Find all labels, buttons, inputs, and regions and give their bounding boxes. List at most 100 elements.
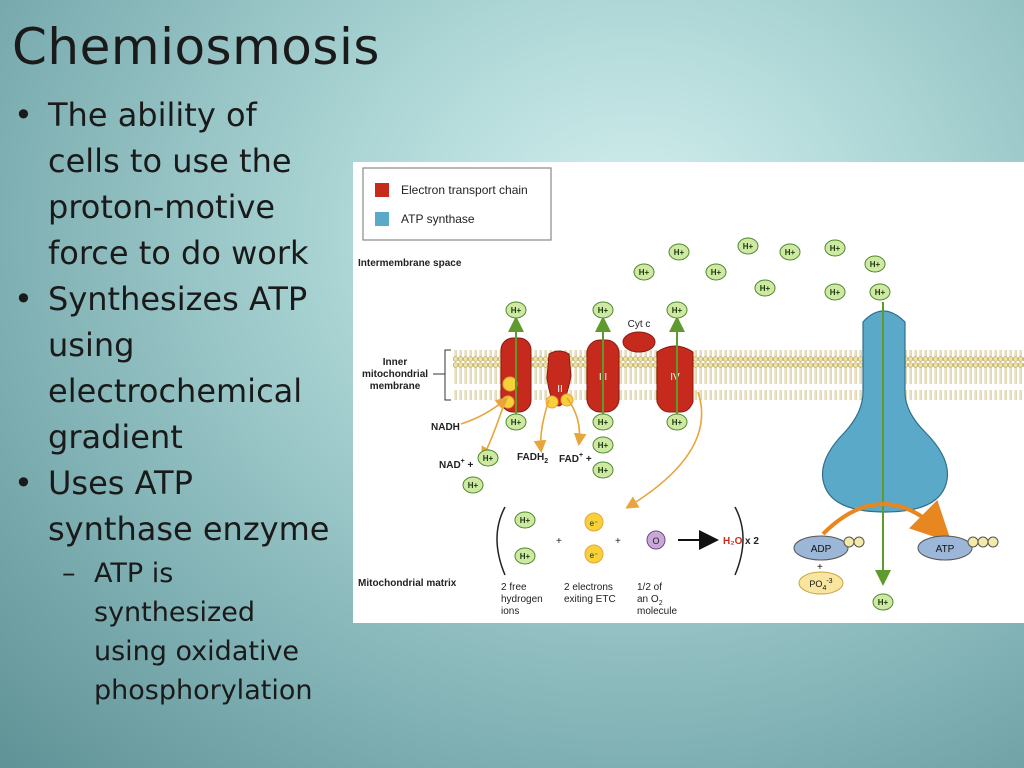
fad-label: FAD+ + bbox=[559, 452, 592, 465]
svg-text:1/2 of: 1/2 of bbox=[637, 582, 662, 593]
svg-text:H+: H+ bbox=[672, 306, 683, 315]
proton-group: H+ H+ H+ H+ H+ H+ H+ H+ H+ H+ H+ H+ H+ H+ H+ H+ H+ H+ H+ H+… bbox=[462, 237, 894, 611]
lipid-bilayer bbox=[453, 350, 1024, 400]
matrix-label: Mitochondrial matrix bbox=[358, 578, 457, 589]
svg-text:membrane: membrane bbox=[370, 381, 421, 392]
proton-icon: H+ bbox=[505, 301, 527, 319]
water-formation-equation: + + e⁻ e⁻ O H₂O x 2 2 free hydrogen ions… bbox=[496, 506, 759, 617]
sub-bullet-item: – ATP is synthesized using oxidative pho… bbox=[12, 554, 352, 710]
cytochrome-c: Cyt c bbox=[622, 319, 656, 353]
bullet-list: • The ability of cells to use the proton… bbox=[12, 92, 352, 710]
proton-icon: H+ bbox=[592, 413, 614, 431]
complex-iv: IV bbox=[656, 345, 694, 413]
proton-icon: H+ bbox=[505, 413, 527, 431]
legend-etc-swatch bbox=[375, 183, 389, 197]
svg-text:H+: H+ bbox=[598, 418, 609, 427]
chemiosmosis-diagram: Electron transport chain ATP synthase In… bbox=[353, 162, 1024, 623]
legend-etc-label: Electron transport chain bbox=[401, 183, 528, 197]
nadh-label: NADH bbox=[431, 422, 460, 433]
proton-icon: H+ bbox=[477, 449, 499, 467]
svg-text:H+: H+ bbox=[830, 244, 841, 253]
proton-icon: H+ bbox=[666, 413, 688, 431]
proton-icon: H+ bbox=[592, 461, 614, 479]
bullet-dot-icon: • bbox=[14, 96, 33, 134]
svg-text:molecule: molecule bbox=[637, 606, 677, 617]
bullet-line: Uses ATP bbox=[48, 464, 193, 502]
svg-text:O: O bbox=[652, 536, 659, 546]
svg-text:+: + bbox=[817, 562, 823, 573]
adp-to-atp: ADP + PO4-3 ATP bbox=[793, 500, 999, 595]
svg-text:H+: H+ bbox=[830, 288, 841, 297]
svg-text:ions: ions bbox=[501, 606, 519, 617]
proton-icon: H+ bbox=[462, 476, 484, 494]
svg-text:H₂O: H₂O bbox=[723, 536, 743, 547]
bullet-dot-icon: • bbox=[14, 464, 33, 502]
bullet-line: proton-motive bbox=[48, 188, 276, 226]
svg-text:an O2: an O2 bbox=[637, 594, 663, 607]
bullet-item: • Synthesizes ATP using electrochemical … bbox=[12, 276, 352, 460]
svg-text:2 electrons: 2 electrons bbox=[564, 582, 613, 593]
svg-text:ADP: ADP bbox=[811, 544, 832, 555]
dash-icon: – bbox=[62, 558, 76, 589]
svg-text:H+: H+ bbox=[674, 248, 685, 257]
svg-text:exiting ETC: exiting ETC bbox=[564, 594, 616, 605]
bullet-line: electrochemical bbox=[48, 372, 303, 410]
bullet-line: The ability of bbox=[48, 96, 257, 134]
proton-icon: H+ bbox=[779, 243, 801, 261]
fadh2-label: FADH2 bbox=[517, 452, 548, 465]
svg-text:+: + bbox=[556, 536, 562, 547]
bullet-dot-icon: • bbox=[14, 280, 33, 318]
svg-text:PO4-3: PO4-3 bbox=[809, 578, 832, 592]
proton-icon: H+ bbox=[666, 301, 688, 319]
bullet-line: Synthesizes ATP bbox=[48, 280, 308, 318]
proton-icon: H+ bbox=[824, 239, 846, 257]
proton-icon: H+ bbox=[668, 243, 690, 261]
proton-icon: H+ bbox=[592, 301, 614, 319]
svg-text:H+: H+ bbox=[760, 284, 771, 293]
proton-pump-arrows bbox=[508, 316, 685, 417]
svg-text:H+: H+ bbox=[468, 481, 479, 490]
svg-text:H+: H+ bbox=[511, 306, 522, 315]
svg-text:H+: H+ bbox=[870, 260, 881, 269]
proton-icon: H+ bbox=[824, 283, 846, 301]
svg-text:mitochondrial: mitochondrial bbox=[362, 369, 428, 380]
svg-text:II: II bbox=[557, 384, 563, 395]
svg-text:H+: H+ bbox=[598, 306, 609, 315]
bullet-line: cells to use the bbox=[48, 142, 292, 180]
legend: Electron transport chain ATP synthase bbox=[362, 167, 552, 241]
svg-text:Inner: Inner bbox=[383, 357, 408, 368]
proton-icon: H+ bbox=[872, 593, 894, 611]
intermembrane-label: Intermembrane space bbox=[358, 258, 462, 269]
proton-icon: H+ bbox=[514, 547, 536, 565]
svg-text:H+: H+ bbox=[520, 516, 531, 525]
legend-synthase-label: ATP synthase bbox=[401, 212, 475, 226]
proton-icon: H+ bbox=[864, 255, 886, 273]
svg-text:H+: H+ bbox=[878, 598, 889, 607]
svg-text:e⁻: e⁻ bbox=[590, 551, 599, 560]
sub-bullet-line: phosphorylation bbox=[94, 675, 313, 706]
proton-icon: H+ bbox=[705, 263, 727, 281]
svg-text:H+: H+ bbox=[483, 454, 494, 463]
nad-label: NAD+ + bbox=[439, 458, 474, 471]
svg-text:H+: H+ bbox=[511, 418, 522, 427]
diagram-svg: Electron transport chain ATP synthase In… bbox=[358, 167, 1024, 617]
proton-icon: H+ bbox=[592, 436, 614, 454]
proton-icon: H+ bbox=[633, 263, 655, 281]
proton-icon: H+ bbox=[754, 279, 776, 297]
svg-text:H+: H+ bbox=[743, 242, 754, 251]
svg-text:Cyt c: Cyt c bbox=[628, 319, 651, 330]
inner-membrane-label: Inner mitochondrial membrane bbox=[362, 349, 451, 401]
svg-text:H+: H+ bbox=[639, 268, 650, 277]
svg-text:2 free: 2 free bbox=[501, 582, 527, 593]
sub-bullet-line: synthesized bbox=[94, 597, 255, 628]
bullet-line: synthase enzyme bbox=[48, 510, 330, 548]
proton-icon: H+ bbox=[869, 283, 891, 301]
svg-text:x 2: x 2 bbox=[745, 536, 759, 547]
svg-text:H+: H+ bbox=[711, 268, 722, 277]
proton-icon: H+ bbox=[737, 237, 759, 255]
bullet-line: force to do work bbox=[48, 234, 309, 272]
bullet-item: • Uses ATP synthase enzyme bbox=[12, 460, 352, 552]
svg-text:H+: H+ bbox=[520, 552, 531, 561]
legend-synthase-swatch bbox=[375, 212, 389, 226]
svg-text:H+: H+ bbox=[785, 248, 796, 257]
